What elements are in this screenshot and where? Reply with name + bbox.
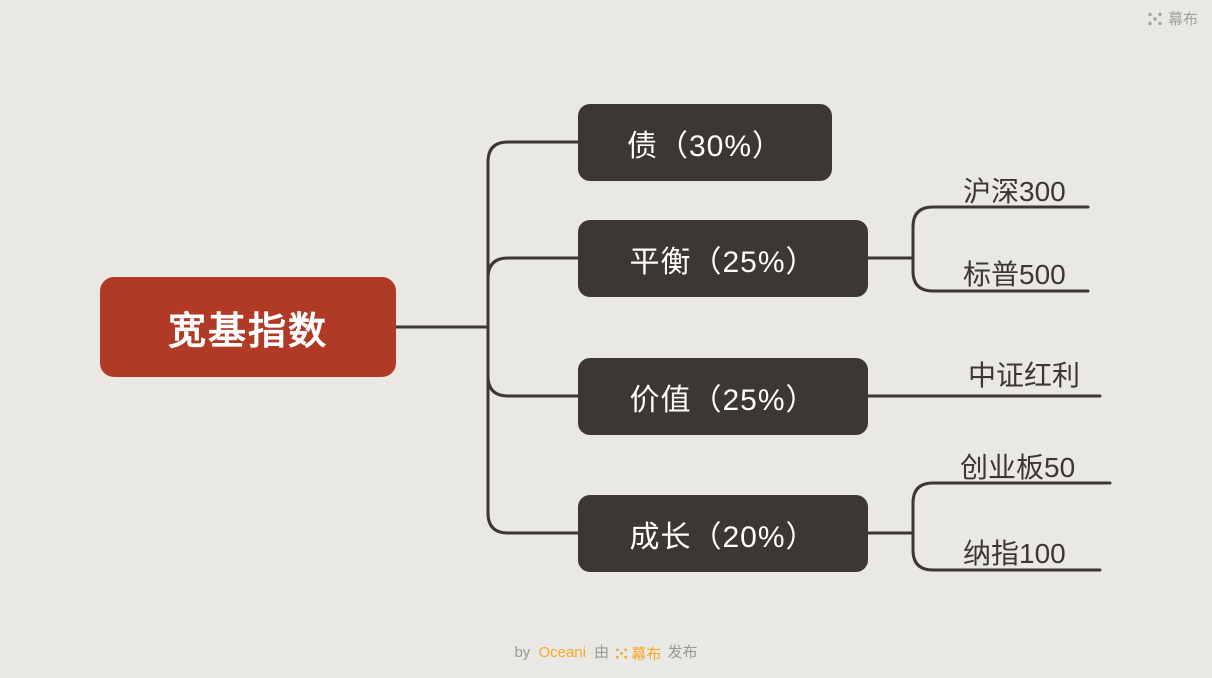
branch-node-growth[interactable]: 成长（20%） — [578, 495, 868, 572]
footer-via-text: 由 — [594, 644, 610, 662]
branch-node-label: 价值（25%） — [629, 383, 817, 417]
connector-balance-leaf-1 — [911, 256, 1090, 293]
leaf-node-sp500[interactable]: 标普500 — [963, 259, 1066, 290]
root-node-label: 宽基指数 — [167, 310, 328, 353]
leaf-node-hs300[interactable]: 沪深300 — [963, 176, 1066, 207]
connector-root-branch-3 — [486, 325, 580, 535]
branch-node-label: 债（30%） — [626, 129, 784, 163]
connector-root-branch-1 — [486, 256, 580, 329]
brand-watermark: 幕布 — [1147, 8, 1198, 29]
branch-node-label: 平衡（25%） — [629, 245, 817, 279]
mubu-logo-icon — [615, 647, 628, 660]
footer-brand-label: 幕布 — [631, 646, 662, 663]
footer-publish-text: 发布 — [667, 644, 698, 662]
connector-root-branch-0 — [486, 140, 580, 329]
connector-balance-leaf-0 — [911, 205, 1090, 260]
branch-node-bond[interactable]: 债（30%） — [578, 104, 832, 181]
root-node[interactable]: 宽基指数 — [100, 277, 396, 377]
branch-node-label: 成长（20%） — [629, 520, 817, 554]
leaf-node-nasdaq100[interactable]: 纳指100 — [963, 538, 1066, 569]
footer-by-text: by — [514, 644, 531, 662]
mubu-logo-icon — [1147, 11, 1163, 27]
leaf-node-chinext50[interactable]: 创业板50 — [960, 452, 1076, 483]
branch-node-value[interactable]: 价值（25%） — [578, 358, 868, 435]
footer-brand-link[interactable]: 幕布 — [615, 643, 661, 664]
branch-node-balance[interactable]: 平衡（25%） — [578, 220, 868, 297]
connector-root-branch-2 — [486, 325, 580, 398]
leaf-node-csi-dividend[interactable]: 中证红利 — [968, 360, 1081, 391]
footer-author[interactable]: Oceani — [538, 644, 586, 662]
footer-credit: by Oceani 由 幕布 发布 — [0, 641, 1212, 664]
brand-watermark-label: 幕布 — [1167, 11, 1198, 28]
connector-growth-leaf-1 — [911, 531, 1102, 572]
connector-growth-leaf-0 — [911, 481, 1112, 535]
